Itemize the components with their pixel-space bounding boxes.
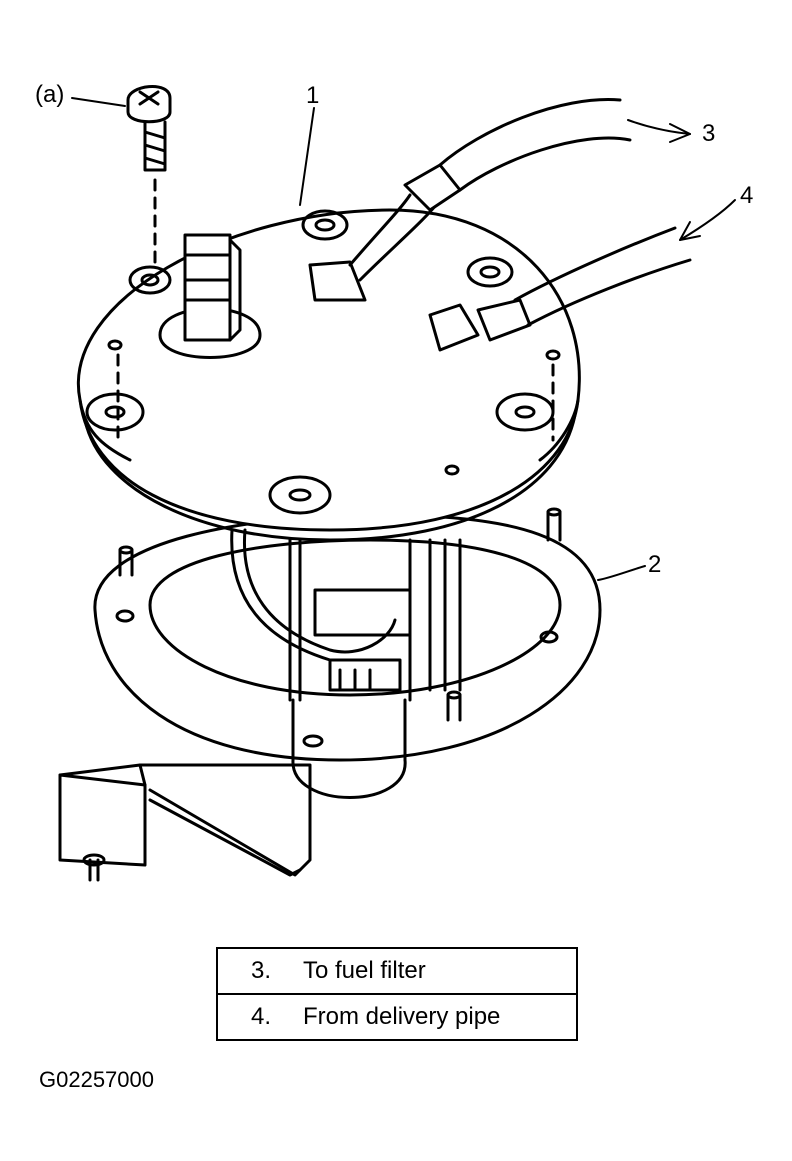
top-flange-plate — [76, 178, 581, 542]
callout-1: 1 — [306, 82, 320, 109]
leader-lines — [71, 97, 736, 581]
flow-arrow-3 — [627, 119, 691, 135]
callout-2: 2 — [648, 551, 662, 578]
callout-4: 4 — [740, 182, 754, 209]
flow-arrow-4 — [679, 199, 736, 241]
fuel-pump-assembly-drawing — [58, 84, 736, 882]
hose-to-fuel-filter — [308, 98, 632, 302]
leader-2 — [597, 565, 646, 581]
callout-a: (a) — [35, 81, 65, 108]
legend-row: 4. From delivery pipe — [218, 993, 576, 1039]
flow-arrow-3-head — [669, 123, 691, 143]
leader-1 — [299, 107, 315, 206]
legend-row-text: From delivery pipe — [303, 1003, 501, 1030]
pump-body — [230, 528, 462, 799]
flow-arrow-4-head — [679, 221, 701, 241]
legend-table: 3. To fuel filter 4. From delivery pipe — [216, 947, 578, 1041]
fuel-level-sender — [58, 763, 312, 882]
legend-row: 3. To fuel filter — [218, 949, 576, 993]
figure-code: G02257000 — [39, 1067, 154, 1092]
hose-from-delivery-pipe — [428, 226, 692, 352]
legend-row-number: 3. — [251, 957, 272, 984]
bolt-fastener — [126, 84, 172, 172]
leader-a — [71, 97, 126, 107]
legend-row-number: 4. — [251, 1003, 272, 1030]
electrical-connector — [158, 233, 262, 359]
callout-3: 3 — [702, 120, 716, 147]
legend-row-text: To fuel filter — [303, 957, 426, 984]
